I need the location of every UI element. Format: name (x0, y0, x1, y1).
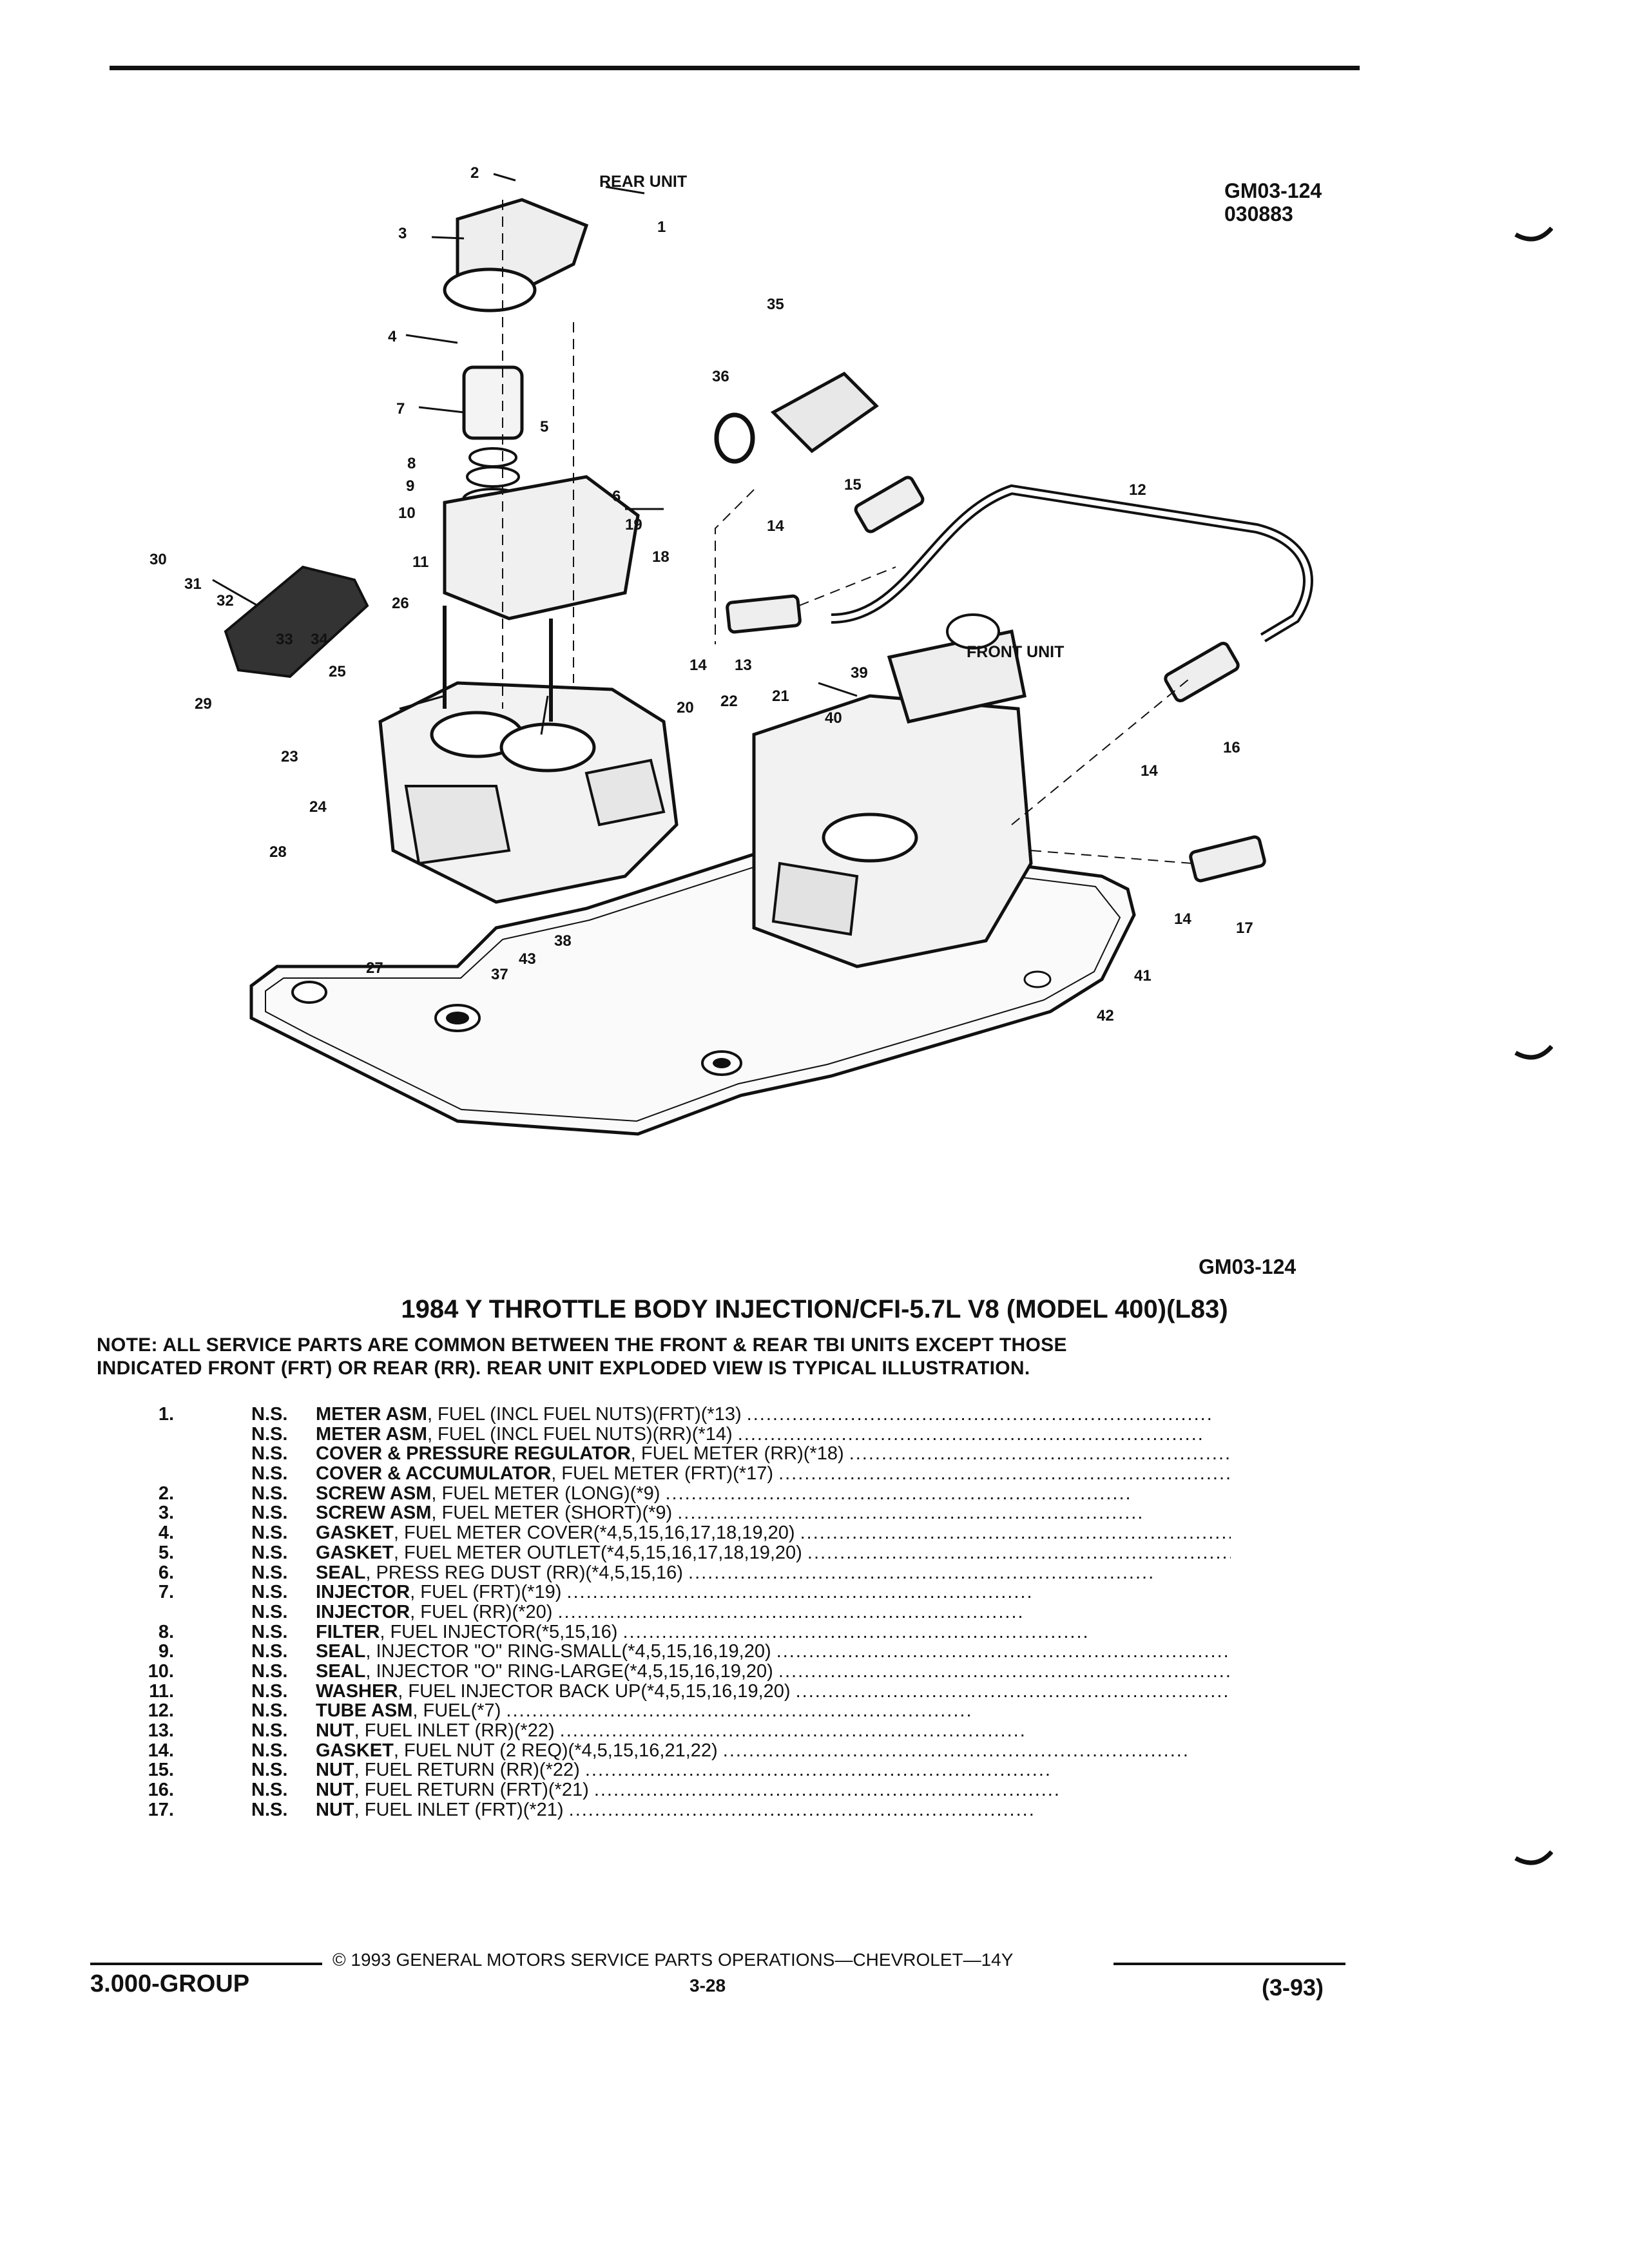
binder-hook-mark (1514, 1850, 1553, 1865)
parts-row: 9.N.S.SEAL, INJECTOR "O" RING-SMALL(*4,5… (158, 1641, 1231, 1662)
page-title: 1984 Y THROTTLE BODY INJECTION/CFI-5.7L … (401, 1295, 1228, 1323)
callout-10: 10 (398, 505, 416, 522)
callout-30: 30 (149, 551, 167, 568)
parts-row: 16.N.S.NUT, FUEL RETURN (FRT)(*21) .....… (148, 1780, 1061, 1801)
footer-rule-right (1113, 1963, 1345, 1965)
parts-row: 5.N.S.GASKET, FUEL METER OUTLET(*4,5,15,… (158, 1542, 1231, 1563)
callout-22: 22 (720, 693, 738, 710)
parts-row: 4.N.S.GASKET, FUEL METER COVER(*4,5,15,1… (158, 1523, 1231, 1544)
callout-41: 41 (1134, 967, 1152, 985)
callout-4: 4 (388, 328, 397, 345)
callout-12: 12 (1129, 481, 1146, 499)
callout-17: 17 (1236, 919, 1253, 937)
callout-38: 38 (554, 932, 572, 950)
footer-date: (3-93) (1262, 1974, 1324, 2001)
callout-31: 31 (184, 575, 202, 593)
callout-6: 6 (612, 488, 621, 505)
footer-group: 3.000-GROUP (90, 1970, 250, 1997)
callout-3: 3 (398, 225, 407, 242)
callout-42: 42 (1097, 1007, 1114, 1024)
callout-27: 27 (366, 959, 383, 977)
parts-row: 7.N.S.INJECTOR, FUEL (FRT)(*19) ........… (158, 1582, 1034, 1603)
parts-row: 11.N.S.WASHER, FUEL INJECTOR BACK UP(*4,… (149, 1680, 1231, 1702)
callout-9: 9 (406, 477, 414, 495)
parts-row: N.S.INJECTOR, FUEL (RR)(*20) ...........… (251, 1601, 1025, 1622)
callout-5: 5 (540, 418, 548, 436)
callout-34: 34 (311, 631, 328, 648)
callout-35: 35 (767, 296, 784, 313)
footer-page-number: 3-28 (689, 1975, 726, 1995)
callout-32: 32 (217, 592, 234, 610)
callout-14a: 14 (689, 657, 707, 674)
parts-list: 1.N.S.METER ASM, FUEL (INCL FUEL NUTS)(F… (97, 1405, 1231, 1820)
parts-row: N.S.COVER & PRESSURE REGULATOR, FUEL MET… (251, 1443, 1231, 1465)
parts-row: 2.N.S.SCREW ASM, FUEL METER (LONG)(*9) .… (158, 1483, 1132, 1504)
parts-row: 10.N.S.SEAL, INJECTOR "O" RING-LARGE(*4,… (148, 1660, 1231, 1682)
footer-copyright: © 1993 GENERAL MOTORS SERVICE PARTS OPER… (333, 1950, 1014, 1970)
callout-1: 1 (657, 218, 666, 236)
parts-row: 13.N.S.NUT, FUEL INLET (RR)(*22) .......… (148, 1720, 1027, 1741)
callout-19: 19 (625, 516, 642, 533)
parts-row: N.S.COVER & ACCUMULATOR, FUEL METER (FRT… (251, 1463, 1231, 1485)
callout-2: 2 (470, 164, 479, 182)
callout-26: 26 (392, 595, 409, 612)
parts-row: 8.N.S.FILTER, FUEL INJECTOR(*5,15,16) ..… (158, 1621, 1090, 1642)
front-unit-label: FRONT UNIT (967, 643, 1064, 661)
callout-29: 29 (195, 695, 212, 713)
callout-37: 37 (491, 966, 508, 983)
footer-rule-left (90, 1963, 322, 1965)
throttle-position-sensor (224, 565, 369, 678)
parts-row: 17.N.S.NUT, FUEL INLET (FRT)(*21) ......… (148, 1799, 1036, 1820)
binder-hook-mark (1514, 226, 1553, 242)
callout-18: 18 (652, 548, 670, 566)
callout-14d: 14 (1174, 910, 1191, 928)
parts-row: 14.N.S.GASKET, FUEL NUT (2 REQ)(*4,5,15,… (148, 1740, 1190, 1761)
callout-14c: 14 (1141, 762, 1158, 780)
callout-11: 11 (412, 553, 429, 571)
callout-13: 13 (735, 657, 752, 674)
callout-7: 7 (396, 400, 405, 418)
callout-39: 39 (851, 664, 868, 682)
callout-28: 28 (269, 843, 287, 861)
exploded-view-diagram: REAR UNIT FRONT UNIT 2 1 3 4 7 5 8 9 10 … (149, 164, 1313, 1136)
note-line-2: INDICATED FRONT (FRT) OR REAR (RR). REAR… (97, 1358, 1030, 1379)
callout-36: 36 (712, 368, 729, 385)
callout-40: 40 (825, 709, 842, 727)
figure-id-top: GM03-124 (1224, 179, 1322, 202)
callout-33: 33 (276, 631, 293, 648)
callout-25: 25 (329, 663, 346, 680)
callout-20: 20 (677, 699, 694, 716)
callout-8: 8 (407, 455, 416, 472)
callout-43: 43 (519, 950, 536, 968)
note-line-1: NOTE: ALL SERVICE PARTS ARE COMMON BETWE… (97, 1334, 1067, 1356)
callout-16: 16 (1223, 739, 1240, 756)
parts-row: 1.N.S.METER ASM, FUEL (INCL FUEL NUTS)(F… (158, 1404, 1213, 1425)
figure-date-code: 030883 (1224, 202, 1293, 226)
callout-21: 21 (772, 687, 789, 705)
parts-row: 15.N.S.NUT, FUEL RETURN (RR)(*22) ......… (148, 1760, 1052, 1781)
figure-id-bottom: GM03-124 (1199, 1255, 1296, 1278)
top-rule (110, 66, 1360, 70)
callout-14b: 14 (767, 517, 784, 535)
callout-15: 15 (844, 476, 862, 494)
parts-row: N.S.METER ASM, FUEL (INCL FUEL NUTS)(RR)… (251, 1423, 1204, 1445)
parts-row: 6.N.S.SEAL, PRESS REG DUST (RR)(*4,5,15,… (158, 1562, 1155, 1583)
callout-24: 24 (309, 798, 327, 816)
callout-23: 23 (281, 748, 298, 765)
binder-hook-mark (1514, 1044, 1553, 1060)
parts-row: 3.N.S.SCREW ASM, FUEL METER (SHORT)(*9) … (158, 1503, 1144, 1524)
parts-row: 12.N.S.TUBE ASM, FUEL(*7) ..............… (148, 1700, 973, 1722)
